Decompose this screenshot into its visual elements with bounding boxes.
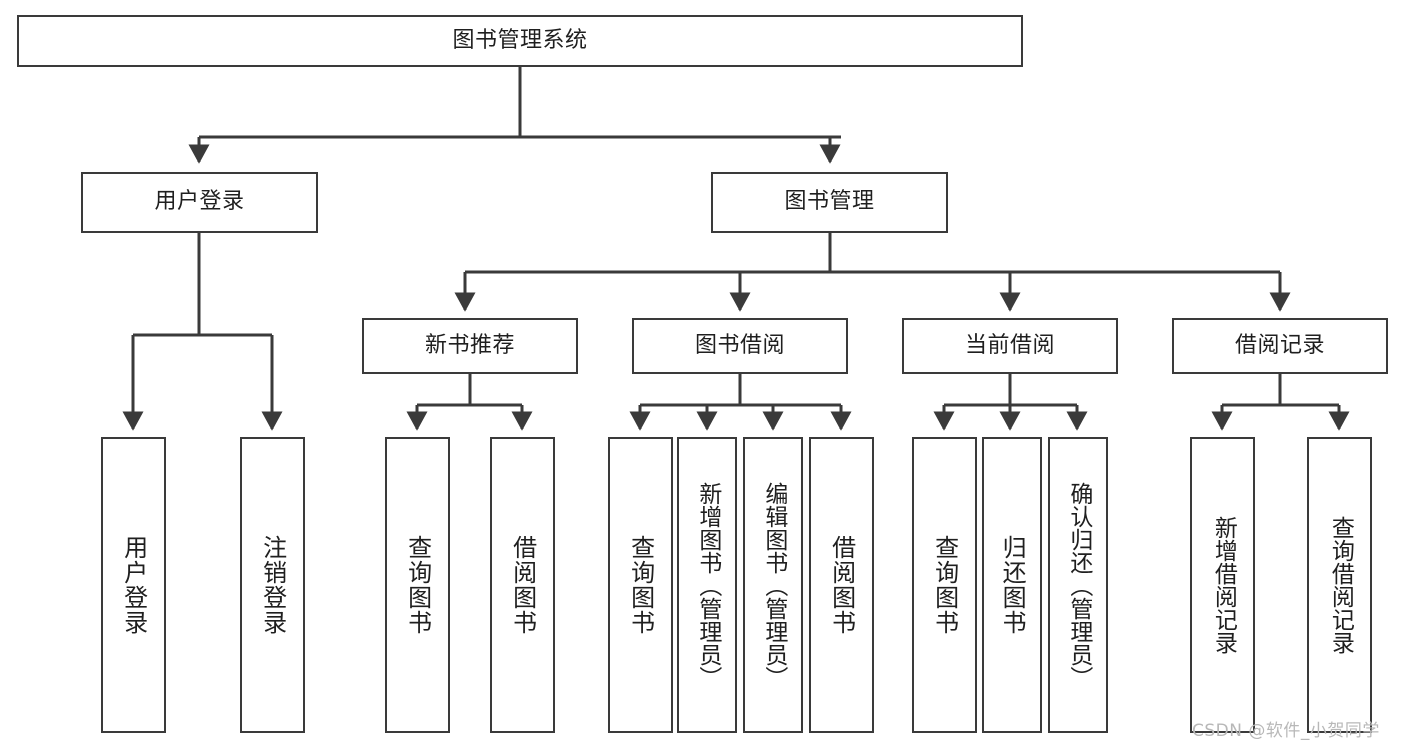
node-label: 用户登录 xyxy=(119,535,148,635)
node-book-management[interactable]: 图书管理 xyxy=(711,172,948,233)
node-label: 查询借阅记录 xyxy=(1327,516,1354,654)
node-label: 图书管理 xyxy=(784,189,875,215)
node-label: 归还图书 xyxy=(998,535,1027,635)
node-label: 图书管理系统 xyxy=(452,27,588,53)
leaf-query-book-current[interactable]: 查询图书 xyxy=(912,437,977,733)
node-label: 用户登录 xyxy=(154,189,245,215)
leaf-logout[interactable]: 注销登录 xyxy=(240,437,305,733)
watermark-csdn: CSDN @软件_小贺同学 xyxy=(1192,721,1380,741)
leaf-confirm-return-admin[interactable]: 确认归还（管理员） xyxy=(1048,437,1108,733)
leaf-add-borrow-record[interactable]: 新增借阅记录 xyxy=(1190,437,1255,733)
leaf-add-book-admin[interactable]: 新增图书（管理员） xyxy=(677,437,737,733)
node-label: 查询图书 xyxy=(930,535,959,635)
node-user-login[interactable]: 用户登录 xyxy=(81,172,318,233)
leaf-query-book-borrow[interactable]: 查询图书 xyxy=(608,437,673,733)
leaf-query-book-recommend[interactable]: 查询图书 xyxy=(385,437,450,733)
leaf-user-login[interactable]: 用户登录 xyxy=(101,437,166,733)
node-label: 查询图书 xyxy=(403,535,432,635)
node-book-borrow[interactable]: 图书借阅 xyxy=(632,318,848,374)
node-label: 编辑图书（管理员） xyxy=(760,481,787,689)
node-label: 借阅图书 xyxy=(827,535,856,635)
node-label: 图书借阅 xyxy=(694,332,785,358)
node-root-system[interactable]: 图书管理系统 xyxy=(17,15,1023,67)
node-new-book-recommend[interactable]: 新书推荐 xyxy=(362,318,578,374)
leaf-borrow-book[interactable]: 借阅图书 xyxy=(809,437,874,733)
node-label: 确认归还（管理员） xyxy=(1065,481,1092,689)
node-label: 借阅记录 xyxy=(1234,332,1325,358)
node-label: 新增图书（管理员） xyxy=(694,481,721,689)
leaf-return-book[interactable]: 归还图书 xyxy=(982,437,1042,733)
leaf-edit-book-admin[interactable]: 编辑图书（管理员） xyxy=(743,437,803,733)
node-label: 新书推荐 xyxy=(424,332,515,358)
node-label: 查询图书 xyxy=(626,535,655,635)
node-label: 新增借阅记录 xyxy=(1210,516,1237,654)
node-label: 借阅图书 xyxy=(508,535,537,635)
node-current-borrow[interactable]: 当前借阅 xyxy=(902,318,1118,374)
leaf-query-borrow-record[interactable]: 查询借阅记录 xyxy=(1307,437,1372,733)
node-label: 注销登录 xyxy=(258,535,287,635)
node-label: 当前借阅 xyxy=(964,332,1055,358)
leaf-borrow-book-recommend[interactable]: 借阅图书 xyxy=(490,437,555,733)
node-borrow-record[interactable]: 借阅记录 xyxy=(1172,318,1388,374)
